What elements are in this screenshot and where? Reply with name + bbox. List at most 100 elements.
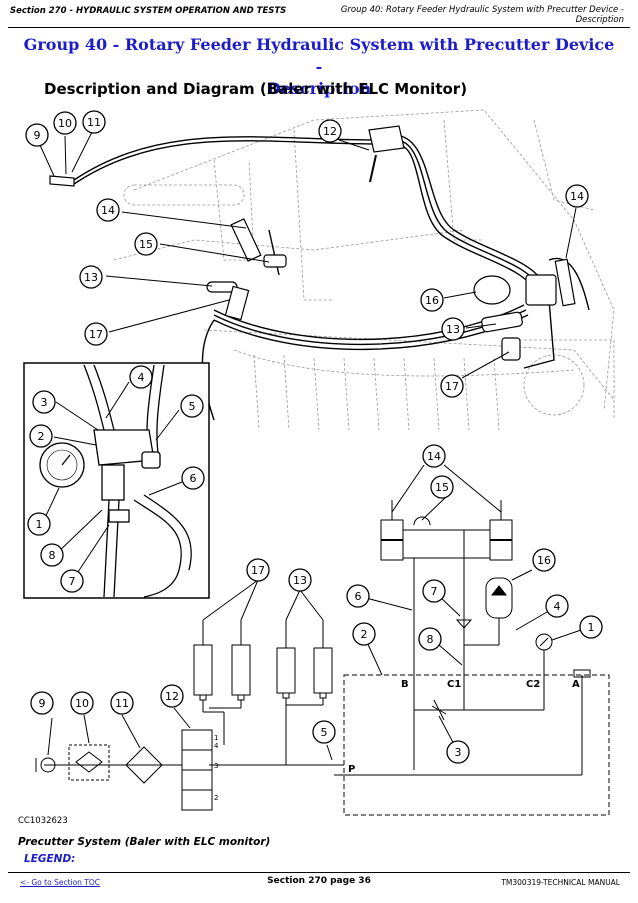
footer-page-number: Section 270 page 36	[267, 876, 371, 886]
valve-pos-2: 2	[214, 794, 218, 802]
page-title-line1: Group 40 - Rotary Feeder Hydraulic Syste…	[23, 35, 615, 76]
svg-text:13: 13	[293, 574, 307, 587]
svg-text:13: 13	[446, 323, 460, 336]
page-title-line2: Description	[266, 79, 372, 98]
callout-17-schematic: 17	[246, 558, 270, 582]
callout-2-schematic: 2	[352, 622, 376, 646]
callout-9-schematic: 9	[30, 691, 54, 715]
svg-text:14: 14	[427, 450, 441, 463]
callout-10-top: 10	[53, 111, 77, 135]
baler-machine-outline	[113, 109, 615, 431]
callout-15-schematic: 15	[430, 475, 454, 499]
callout-12-top: 12	[318, 119, 342, 143]
top-leaders	[39, 131, 577, 379]
callout-3-schematic: 3	[446, 740, 470, 764]
callout-14-top-left: 14	[96, 198, 120, 222]
svg-text:13: 13	[84, 271, 98, 284]
callout-6-inset: 6	[181, 466, 205, 490]
callout-13-top-left: 13	[79, 265, 103, 289]
svg-text:7: 7	[69, 575, 76, 588]
callout-7-schematic: 7	[422, 579, 446, 603]
callout-4-inset: 4	[129, 365, 153, 389]
svg-text:6: 6	[190, 472, 197, 485]
valve-pos-3: 3	[214, 762, 218, 770]
callout-17-top-left: 17	[84, 322, 108, 346]
page-title: Group 40 - Rotary Feeder Hydraulic Syste…	[20, 34, 618, 100]
header-divider	[8, 27, 630, 28]
header-group-line1: Group 40: Rotary Feeder Hydraulic System…	[340, 5, 624, 15]
svg-text:17: 17	[445, 380, 459, 393]
svg-text:2: 2	[38, 430, 45, 443]
callout-8-schematic: 8	[418, 627, 442, 651]
port-c2: C2	[526, 679, 540, 690]
hydraulic-schematic	[35, 464, 610, 816]
top-components	[49, 125, 576, 361]
valve-pos-1: 1	[214, 734, 218, 742]
svg-text:3: 3	[455, 746, 462, 759]
svg-text:9: 9	[39, 697, 46, 710]
svg-text:10: 10	[58, 117, 72, 130]
svg-text:11: 11	[87, 116, 101, 129]
svg-text:4: 4	[554, 600, 561, 613]
svg-text:12: 12	[165, 690, 179, 703]
footer-manual-id: TM300319-TECHNICAL MANUAL	[501, 878, 620, 887]
svg-text:8: 8	[49, 549, 56, 562]
callout-12-schematic: 12	[160, 684, 184, 708]
callout-3-inset: 3	[32, 390, 56, 414]
port-c1: C1	[447, 679, 461, 690]
svg-text:4: 4	[138, 371, 145, 384]
svg-text:8: 8	[427, 633, 434, 646]
port-labels: B C1 C2 A P	[348, 679, 580, 775]
svg-text:11: 11	[115, 697, 129, 710]
section-subtitle: Description and Diagram (Baler with ELC …	[44, 80, 468, 98]
svg-text:16: 16	[425, 294, 439, 307]
svg-text:10: 10	[75, 697, 89, 710]
svg-text:17: 17	[251, 564, 265, 577]
callout-14-schematic: 14	[422, 444, 446, 468]
callout-5-schematic: 5	[312, 720, 336, 744]
svg-text:17: 17	[89, 328, 103, 341]
svg-text:1: 1	[36, 518, 43, 531]
svg-text:5: 5	[321, 726, 328, 739]
callout-16-top: 16	[420, 288, 444, 312]
figure-caption: Precutter System (Baler with ELC monitor…	[18, 836, 271, 848]
valve-pos-4: 4	[214, 742, 219, 750]
header-section-label: Section 270 - HYDRAULIC SYSTEM OPERATION…	[10, 6, 287, 16]
port-a: A	[572, 679, 580, 690]
hydraulic-diagram: 9 10 11 12 14 15 13 17 16 13 14 17	[23, 109, 615, 816]
callout-13-schematic: 13	[288, 568, 312, 592]
go-to-section-toc-link[interactable]: <- Go to Section TOC	[20, 878, 101, 887]
svg-text:7: 7	[431, 585, 438, 598]
callout-15-top: 15	[134, 232, 158, 256]
callout-14-top-right: 14	[565, 184, 589, 208]
figure-code: CC1032623	[18, 816, 68, 826]
legend-label: LEGEND:	[24, 853, 76, 865]
callout-7-inset: 7	[60, 569, 84, 593]
callout-6-schematic: 6	[346, 584, 370, 608]
svg-text:14: 14	[570, 190, 584, 203]
svg-text:9: 9	[34, 129, 41, 142]
callout-9-top: 9	[25, 123, 49, 147]
port-p: P	[348, 764, 355, 775]
header-group-label: Group 40: Rotary Feeder Hydraulic System…	[341, 5, 624, 25]
svg-text:3: 3	[41, 396, 48, 409]
callout-5-inset: 5	[180, 394, 204, 418]
callout-8-inset: 8	[40, 543, 64, 567]
svg-text:6: 6	[355, 590, 362, 603]
svg-text:5: 5	[189, 400, 196, 413]
svg-text:14: 14	[101, 204, 115, 217]
svg-text:15: 15	[435, 481, 449, 494]
callout-1-schematic: 1	[579, 615, 603, 639]
svg-text:2: 2	[361, 628, 368, 641]
svg-text:15: 15	[139, 238, 153, 251]
callout-16-schematic: 16	[532, 548, 556, 572]
valve-position-labels: 1 4 3 2	[214, 734, 219, 802]
callout-11-schematic: 11	[110, 691, 134, 715]
detail-inset: 4 3 5 2 6 1 8 7	[23, 362, 210, 599]
callout-10-schematic: 10	[70, 691, 94, 715]
callout-13-top-right: 13	[441, 317, 465, 341]
callout-1-inset: 1	[27, 512, 51, 536]
callout-11-top: 11	[82, 110, 106, 134]
port-b: B	[401, 679, 409, 690]
footer-divider	[8, 872, 630, 873]
